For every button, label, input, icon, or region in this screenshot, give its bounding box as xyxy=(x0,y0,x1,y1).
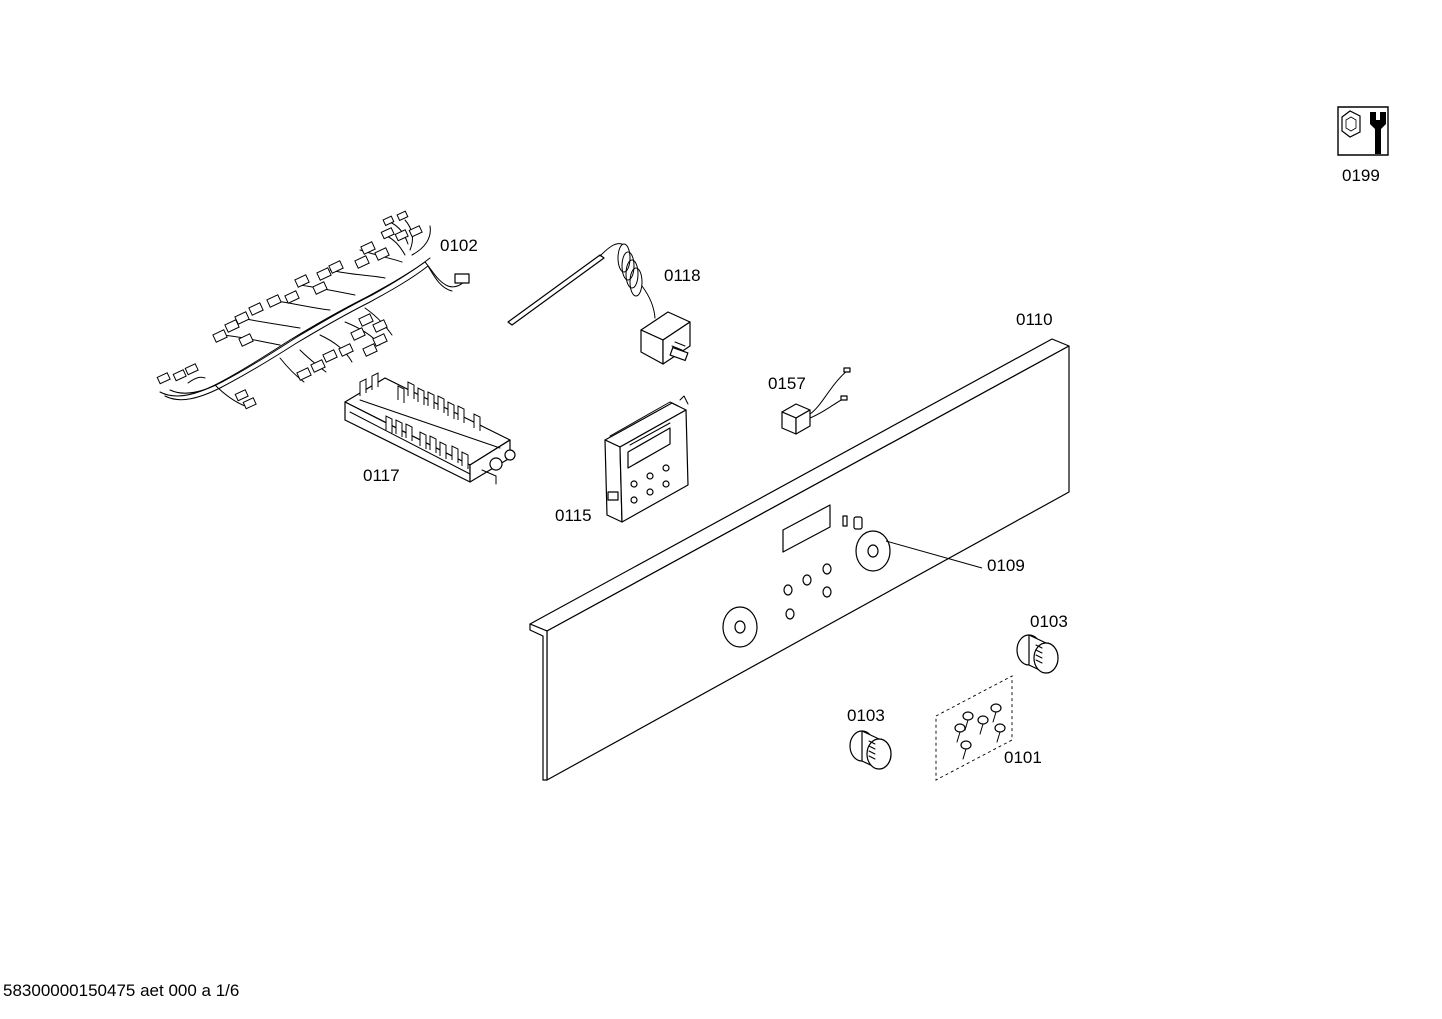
knob-left xyxy=(850,731,891,769)
part-label-0199: 0199 xyxy=(1342,166,1380,185)
part-label-0157: 0157 xyxy=(768,374,806,393)
part-label-0103-right: 0103 xyxy=(1030,612,1068,631)
document-footer: 58300000150475 aet 000 a 1/6 xyxy=(3,981,240,1000)
part-label-0101: 0101 xyxy=(1004,748,1042,767)
part-label-0118: 0118 xyxy=(664,266,701,285)
electronic-module xyxy=(605,396,688,522)
leader-line-0109 xyxy=(886,541,982,568)
part-label-0115: 0115 xyxy=(555,506,592,525)
knob-right xyxy=(1017,635,1058,673)
thermostat xyxy=(508,244,690,364)
wiring-harness xyxy=(157,211,469,409)
wrench-nut-icon xyxy=(1338,107,1388,155)
part-label-0117: 0117 xyxy=(363,466,400,485)
terminal-block xyxy=(345,373,515,484)
part-label-0110: 0110 xyxy=(1016,310,1053,329)
part-label-0102: 0102 xyxy=(440,236,478,255)
screw-set xyxy=(936,676,1012,780)
part-label-0109: 0109 xyxy=(987,556,1025,575)
control-panel xyxy=(530,339,1069,780)
part-label-0103-left: 0103 xyxy=(847,706,885,725)
switch-component xyxy=(782,368,850,434)
